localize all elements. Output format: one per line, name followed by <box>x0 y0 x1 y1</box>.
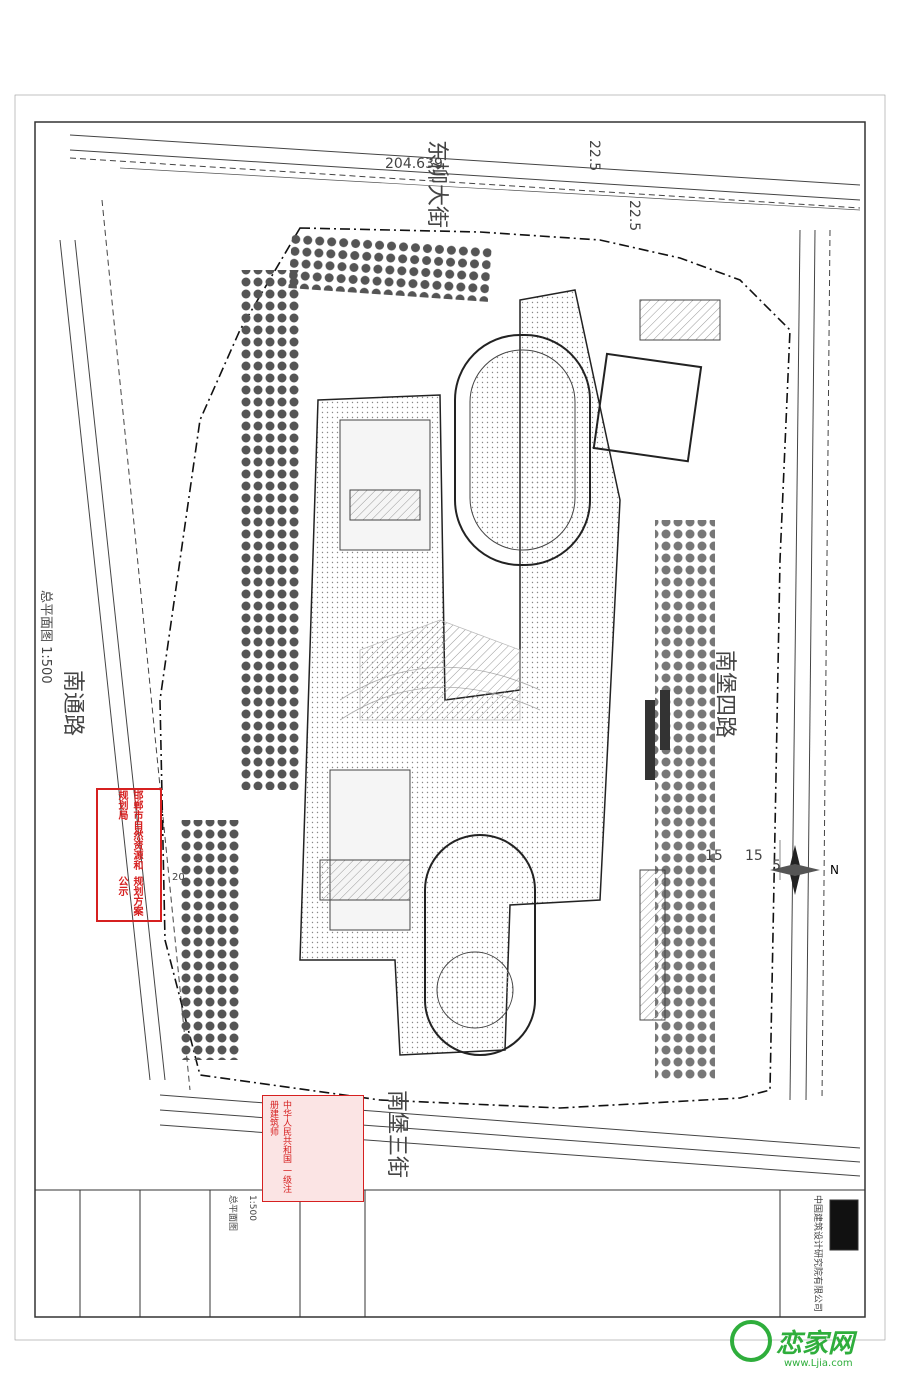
seal-line-2: 一级注册建筑师 <box>268 1100 291 1193</box>
central-plaza <box>339 619 541 721</box>
approval-stamp: 邯郸市自然资源和规划局 规划方案公示 <box>96 788 162 922</box>
dim-label-7: 22.5 <box>626 200 642 231</box>
dim-label-4: 15 <box>745 848 763 864</box>
right-road <box>789 229 831 1101</box>
dim-label-2: 22.5 <box>586 140 602 171</box>
small-track <box>424 834 536 1056</box>
left-road <box>59 199 191 1091</box>
kindergarten-block <box>592 352 703 463</box>
stamp-line-1: 邯郸市自然资源和规划局 <box>116 790 142 870</box>
company-name: 中国建筑设计研究院有限公司 <box>812 1195 824 1312</box>
brand-url: www.Ljia.com <box>784 1358 853 1369</box>
stamp-line-2: 规划方案公示 <box>116 876 142 917</box>
title-block <box>35 1189 865 1317</box>
top-road-label: 东柳大街 <box>424 140 449 228</box>
north-arrow-icon: N <box>770 845 839 895</box>
left-road-label: 南通路 <box>60 670 85 736</box>
dim-label-6: 20 <box>172 872 185 883</box>
parking-rows <box>639 690 670 1021</box>
snail-logo-icon <box>730 1320 772 1362</box>
dim-label-1: 204.639 <box>385 156 443 172</box>
site-boundary <box>159 227 791 1109</box>
seal-line-1: 中华人民共和国 <box>281 1100 291 1163</box>
svg-text:N: N <box>830 863 839 877</box>
drawing-name: 总平面图 <box>227 1195 239 1231</box>
sheet-border <box>34 121 866 1318</box>
watermark-logo: 恋家网 <box>730 1320 854 1362</box>
dim-label-3: 15 <box>705 848 723 864</box>
top-road <box>69 134 861 209</box>
tree-belt-left <box>240 270 300 790</box>
dim-label-5: 5 <box>772 858 781 874</box>
running-track <box>454 334 591 566</box>
right-road-label: 南堡四路 <box>712 650 737 738</box>
brand-name: 恋家网 <box>776 1328 855 1359</box>
scale-text: 1:500 <box>247 1195 257 1221</box>
plan-title: 总平面图 1:500 <box>38 590 53 684</box>
registered-architect-seal: 中华人民共和国 一级注册建筑师 <box>262 1095 364 1202</box>
bottom-road-label: 南堡三街 <box>384 1090 409 1178</box>
